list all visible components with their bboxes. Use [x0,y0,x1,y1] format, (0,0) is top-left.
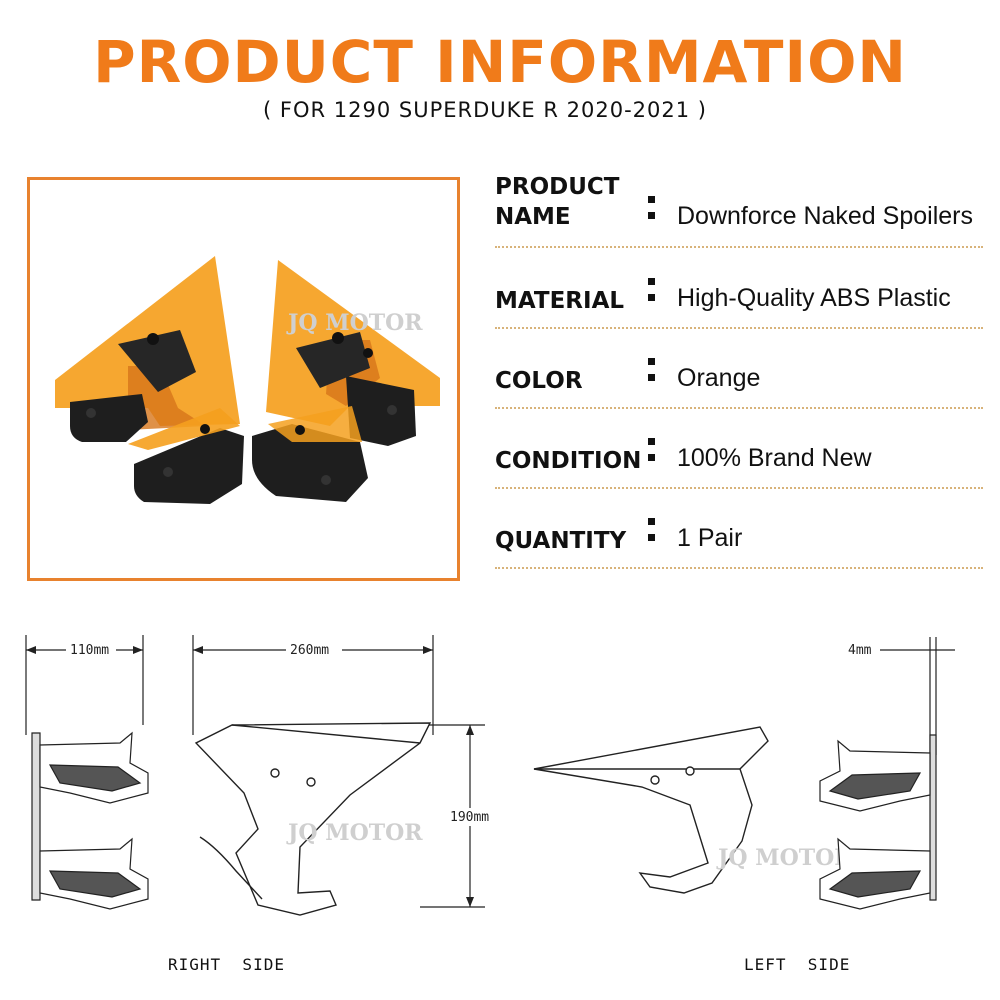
separator-colon [648,438,655,470]
spec-label: QUANTITY [495,528,627,554]
spec-value: High-Quality ABS Plastic [677,284,951,312]
spec-value: 100% Brand New [677,444,872,472]
dotted-divider [495,407,983,409]
spec-row-color: COLOR Orange [495,332,985,412]
separator-colon [648,196,655,228]
left-side-caption: LEFT SIDE [744,955,851,974]
side-profile-left [31,731,149,910]
spec-label: MATERIAL [495,288,625,314]
separator-colon [648,358,655,390]
spoiler-outline-right [194,722,432,916]
dimension-height-label: 190mm [450,810,489,825]
spec-row-quantity: QUANTITY 1 Pair [495,492,985,572]
separator-colon [648,278,655,310]
spec-value: 1 Pair [677,524,743,552]
page-subtitle: ( FOR 1290 SUPERDUKE R 2020-2021 ) [263,98,707,122]
watermark-drawing-left: JQ MOTOR [716,845,853,871]
spoiler-pair-illustration: JQ MOTOR [55,256,440,504]
dimension-length-label: 260mm [290,643,329,658]
dotted-divider [495,327,983,329]
spec-label: CONDITION [495,448,642,474]
spec-row-material: MATERIAL High-Quality ABS Plastic [495,252,985,332]
dimension-width-label: 110mm [70,643,109,658]
spec-label: COLOR [495,368,583,394]
watermark-photo: JQ MOTOR [286,310,423,336]
dotted-divider [495,487,983,489]
dotted-divider [495,246,983,248]
product-photo: JQ MOTOR [27,177,460,581]
separator-colon [648,518,655,550]
spoiler-outline-left [533,726,769,894]
side-profile-right [819,734,937,910]
dimension-drawing: 110mm 260mm 190mm 4mm JQ MOTOR JQ MOTOR [25,635,955,916]
dotted-divider [495,567,983,569]
spec-value: Downforce Naked Spoilers [677,202,973,230]
watermark-drawing-right: JQ MOTOR [286,820,423,846]
spec-value: Orange [677,364,761,392]
dimension-thickness-label: 4mm [848,643,872,658]
spec-row-condition: CONDITION 100% Brand New [495,412,985,492]
right-side-caption: RIGHT SIDE [168,955,285,974]
page-title: PRODUCT INFORMATION [93,28,907,96]
